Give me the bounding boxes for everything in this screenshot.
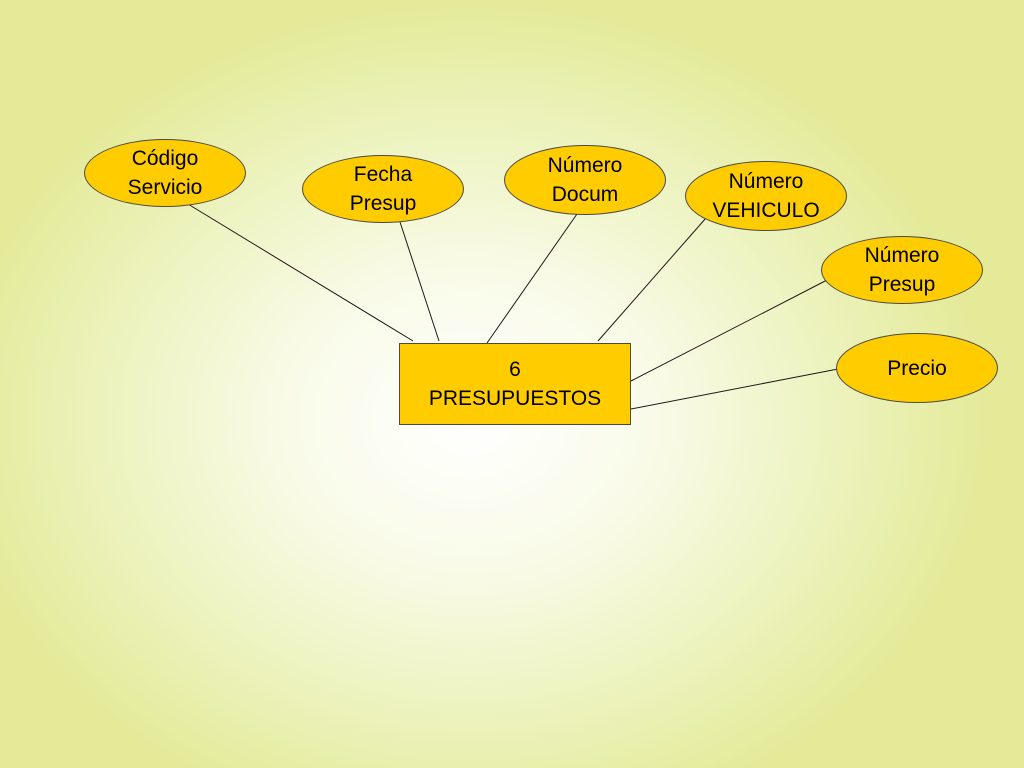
attribute-label: Precio [887, 356, 947, 380]
connector-numero-presup [630, 278, 830, 382]
attribute-label: Fecha Presup [349, 163, 417, 215]
connector-precio [630, 368, 839, 410]
connector-numero-vehiculo [597, 217, 707, 342]
attribute-numero-presup[interactable]: Número Presup [821, 236, 983, 304]
attribute-numero-docum[interactable]: Número Docum [504, 145, 666, 215]
connector-numero-docum [486, 213, 578, 344]
attribute-label: Código Servicio [127, 147, 203, 199]
entity-presupuestos[interactable]: 6 PRESUPUESTOS [399, 343, 631, 425]
attribute-precio[interactable]: Precio [836, 333, 998, 403]
connector-codigo-servicio [182, 200, 414, 342]
attribute-label: Número Docum [547, 154, 623, 206]
attribute-fecha-presup[interactable]: Fecha Presup [302, 155, 464, 223]
attribute-label: Número VEHICULO [712, 170, 820, 222]
attribute-numero-vehiculo[interactable]: Número VEHICULO [685, 161, 847, 231]
attribute-label: Número Presup [864, 244, 940, 296]
connector-fecha-presup [399, 221, 440, 342]
attribute-codigo-servicio[interactable]: Código Servicio [84, 139, 246, 207]
entity-label: 6 PRESUPUESTOS [428, 358, 602, 410]
